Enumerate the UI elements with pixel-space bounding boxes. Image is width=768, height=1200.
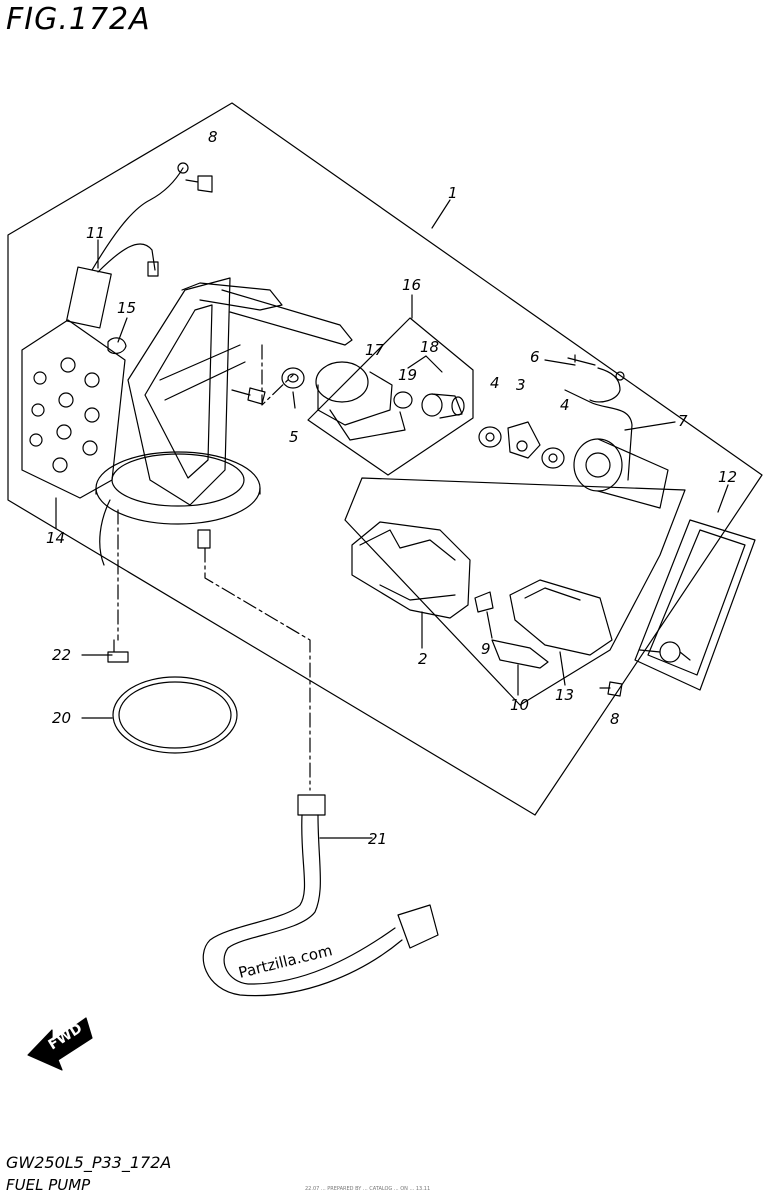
leader-line-1 [431, 199, 451, 229]
leader-line-13 [559, 651, 566, 686]
fitting-part-18 [421, 393, 465, 419]
fitting-part-3 [507, 421, 541, 459]
callout-7: 7 [678, 412, 688, 430]
subassembly-16-outline [307, 317, 474, 476]
callout-15: 15 [117, 299, 136, 317]
washer-part-4-right [541, 447, 565, 469]
cover-part-13 [509, 579, 613, 656]
callout-16: 16 [402, 276, 421, 294]
pump-bracket [127, 277, 353, 506]
assembly-outline [7, 102, 763, 816]
callout-11: 11 [86, 224, 105, 242]
grommet-part-5 [281, 367, 305, 389]
leader-line-9 [486, 611, 493, 639]
callout-4b: 4 [560, 396, 570, 414]
oring-part-20 [112, 676, 238, 754]
leader-line-12 [717, 484, 729, 513]
callout-17: 17 [365, 341, 385, 359]
clip-part-15 [107, 337, 127, 355]
alignment-line-hose [204, 547, 311, 791]
pump-flange [95, 451, 261, 566]
callout-2: 2 [418, 650, 428, 668]
screw-part-8-bottom [599, 681, 623, 697]
bolt-part-22 [107, 639, 129, 663]
callout-10: 10 [510, 696, 529, 714]
callout-3: 3 [516, 376, 526, 394]
watermark: Partzilla.com [237, 941, 334, 982]
callout-12: 12 [718, 468, 737, 486]
washer-part-4-left [478, 426, 502, 448]
wire-part-6 [564, 354, 633, 481]
callout-5: 5 [289, 428, 299, 446]
callout-6: 6 [530, 348, 540, 366]
regulator-part-17 [315, 361, 406, 441]
callout-8b: 8 [610, 710, 620, 728]
bracket-part-10 [491, 639, 549, 669]
fwd-arrow [27, 1017, 93, 1071]
callout-9: 9 [481, 640, 491, 658]
spacer-part-9 [474, 591, 494, 613]
callout-18: 18 [420, 338, 439, 356]
seal-part-19 [393, 391, 413, 409]
holder-part-2 [351, 521, 471, 619]
connector-part-11 [65, 162, 189, 329]
screw-part-8-top [185, 175, 213, 193]
leader-line-5 [292, 391, 296, 409]
model-code: GW250L5_P33_172A [6, 1153, 172, 1172]
leader-line-18 [407, 355, 443, 373]
callout-1: 1 [448, 184, 458, 202]
callout-20: 20 [52, 709, 71, 727]
callout-8a: 8 [208, 128, 218, 146]
leader-line-6 [544, 359, 576, 366]
callout-14: 14 [46, 529, 65, 547]
figure-title: FIG.172A [6, 2, 151, 37]
subassembly-lower-outline [344, 477, 686, 706]
leader-line-7 [624, 421, 676, 431]
callout-22: 22 [52, 646, 71, 664]
bolt-part-8-bracket [231, 387, 266, 405]
callout-21: 21 [368, 830, 387, 848]
callout-labels: 1 2 3 4 4 5 6 7 8 8 9 10 11 12 13 14 15 … [46, 128, 737, 848]
figure-name: FUEL PUMP [6, 1176, 91, 1194]
guard-part-14 [21, 319, 126, 499]
alignment-line-grommet [261, 344, 294, 406]
callout-19: 19 [398, 366, 417, 384]
callout-4a: 4 [490, 374, 500, 392]
callout-13: 13 [555, 686, 574, 704]
filter-part-12 [634, 519, 756, 691]
pump-part-7 [573, 438, 669, 509]
fine-print: 22.07 ... PREPARED BY ... CATALOG ... ON… [305, 1186, 431, 1192]
hose-part-21 [202, 794, 439, 997]
